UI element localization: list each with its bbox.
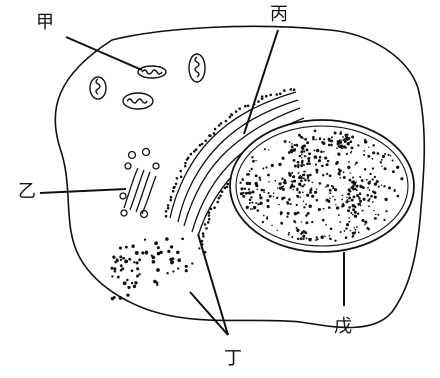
leader-bing bbox=[244, 30, 278, 134]
label-yi: 乙 bbox=[18, 183, 36, 201]
label-wu: 戊 bbox=[334, 318, 352, 336]
mitochondrion-4 bbox=[123, 93, 153, 109]
label-ding: 丁 bbox=[224, 350, 242, 368]
nucleus bbox=[230, 120, 414, 252]
label-bing: 丙 bbox=[270, 6, 288, 24]
mitochondria bbox=[90, 54, 205, 109]
golgi-apparatus bbox=[120, 149, 159, 218]
mitochondrion-2 bbox=[189, 54, 205, 82]
free-ribosomes bbox=[110, 237, 206, 300]
leader-jia bbox=[66, 37, 142, 70]
leader-yi bbox=[40, 189, 126, 193]
label-jia: 甲 bbox=[36, 14, 54, 32]
mitochondrion-1 bbox=[138, 66, 166, 78]
mitochondrion-3 bbox=[90, 77, 106, 99]
